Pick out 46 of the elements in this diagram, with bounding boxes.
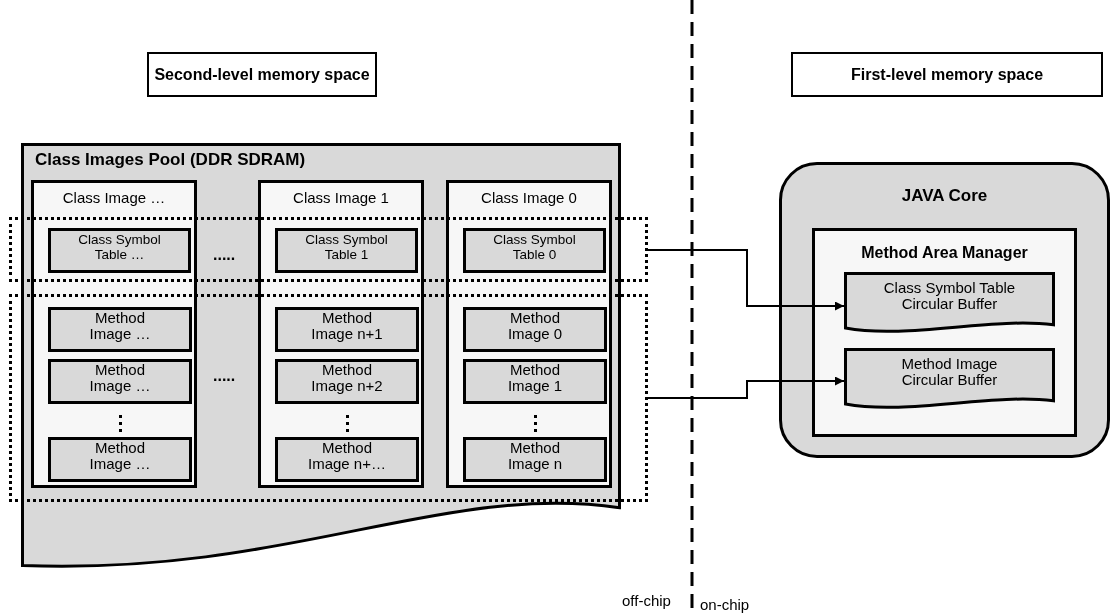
symbol-table-box bbox=[463, 228, 606, 273]
ellipsis-text: ..... bbox=[213, 246, 236, 264]
arrow bbox=[647, 249, 845, 311]
symbol-table-box bbox=[48, 228, 191, 273]
method-image-box bbox=[463, 307, 607, 352]
method-image-box bbox=[463, 437, 607, 482]
method-image-box bbox=[48, 307, 192, 352]
heading-text: Class Image … bbox=[61, 190, 167, 207]
heading-text: Second-level memory space bbox=[153, 66, 371, 84]
box-label: Method Image Circular Buffer bbox=[900, 356, 999, 389]
core-panel bbox=[779, 162, 1110, 458]
box-label: Class Symbol Table … bbox=[77, 233, 162, 263]
box-label: Method Image 0 bbox=[506, 310, 564, 343]
heading-text: Class Image 0 bbox=[480, 190, 578, 207]
heading-text: Method Area Manager bbox=[860, 244, 1029, 262]
method-image-box bbox=[48, 437, 192, 482]
method-image-box bbox=[275, 437, 419, 482]
method-image-box bbox=[275, 359, 419, 404]
dotted-group-box bbox=[9, 217, 648, 282]
manager-box bbox=[812, 228, 1077, 437]
box-label: Method Image 1 bbox=[506, 362, 564, 395]
ellipsis-text: ..... bbox=[213, 367, 236, 385]
method-image-box bbox=[275, 307, 419, 352]
method-image-box bbox=[463, 359, 607, 404]
method-image-box bbox=[48, 359, 192, 404]
box-label: Method Image n+2 bbox=[310, 362, 384, 395]
box-label: Method Image n bbox=[506, 440, 564, 473]
zone-label: off-chip bbox=[622, 592, 671, 609]
box-label: Method Image … bbox=[88, 440, 152, 473]
heading-box bbox=[791, 52, 1103, 97]
box-label: Method Image n+1 bbox=[310, 310, 384, 343]
box-label: Class Symbol Table Circular Buffer bbox=[882, 280, 1017, 313]
symbol-table-box bbox=[275, 228, 418, 273]
box-label: Method Image … bbox=[88, 310, 152, 343]
dotted-group-box bbox=[9, 294, 648, 502]
box-label: Method Image … bbox=[88, 362, 152, 395]
heading-text: Class Images Pool (DDR SDRAM) bbox=[35, 151, 306, 170]
heading-text: JAVA Core bbox=[900, 187, 989, 206]
heading-text: First-level memory space bbox=[849, 66, 1045, 84]
box-label: Method Image n+… bbox=[307, 440, 387, 473]
heading-box bbox=[147, 52, 377, 97]
heading-text: Class Image 1 bbox=[292, 190, 390, 207]
arrow bbox=[647, 376, 845, 399]
box-label: Class Symbol Table 1 bbox=[304, 233, 389, 263]
box-label: Class Symbol Table 0 bbox=[492, 233, 577, 263]
zone-label: on-chip bbox=[700, 596, 750, 613]
